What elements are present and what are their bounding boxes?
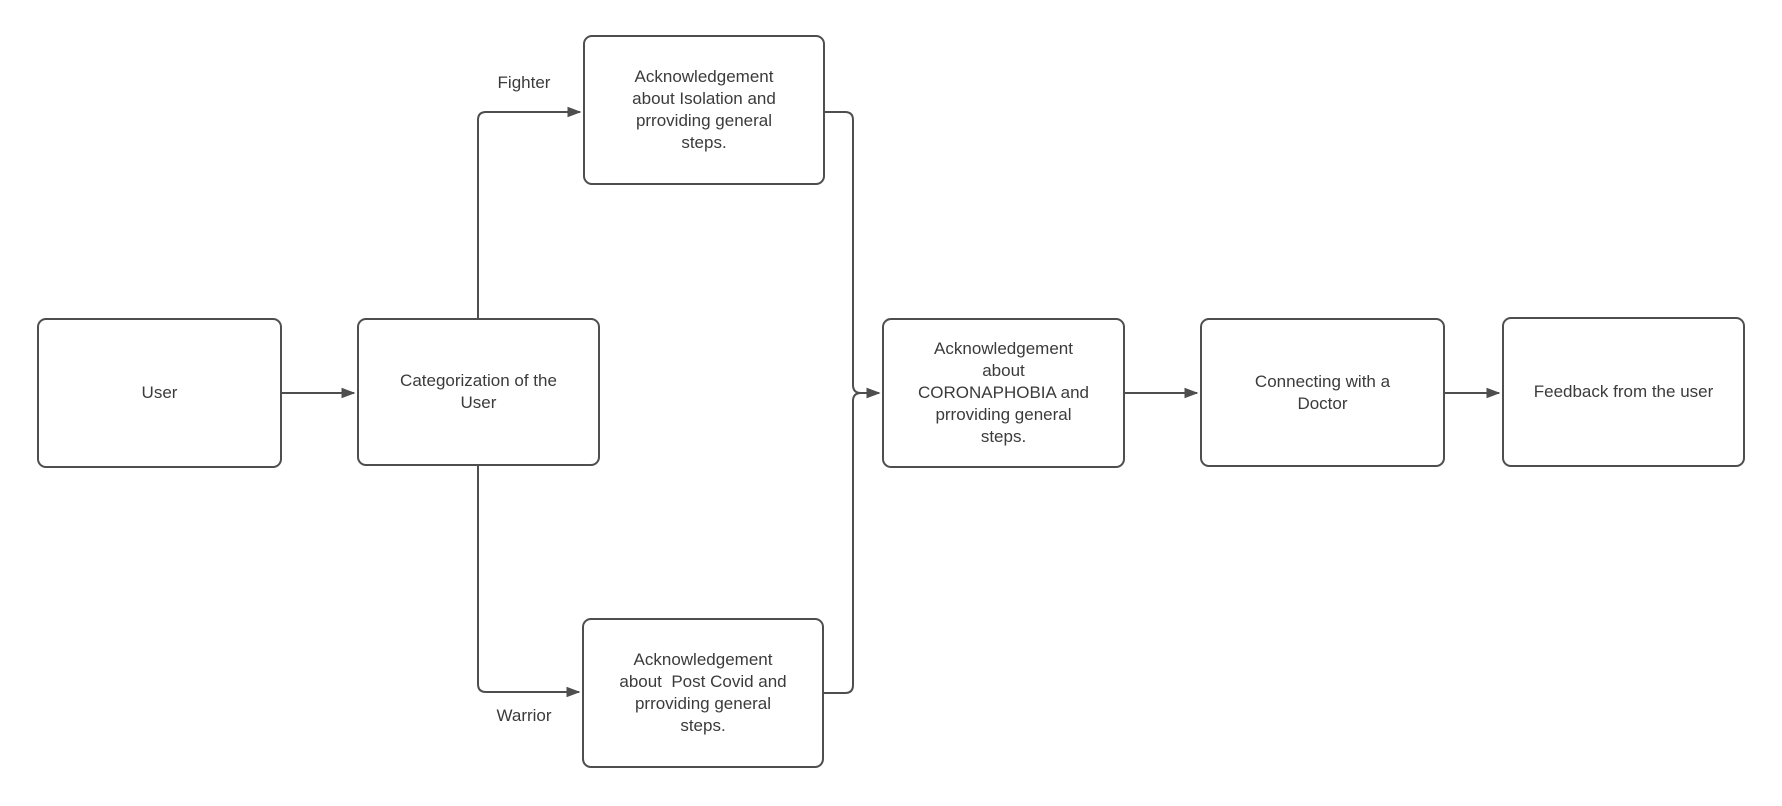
flow-node-post-covid: Acknowledgement about Post Covid and prr…: [582, 618, 824, 768]
flow-edge-categorization-to-post-covid: [477, 466, 581, 698]
edge-label-categorization-to-isolation: Fighter: [497, 73, 551, 92]
flow-node-isolation: Acknowledgement about Isolation and prro…: [583, 35, 825, 185]
flow-node-label: Categorization of the User: [400, 371, 557, 412]
flow-node-doctor: Connecting with a Doctor: [1200, 318, 1445, 467]
flow-node-user: User: [37, 318, 282, 468]
flow-node-label: Feedback from the user: [1533, 382, 1714, 401]
flow-node-label: Acknowledgement about Post Covid and prr…: [619, 650, 787, 735]
flow-node-coronaphobia: Acknowledgement about CORONAPHOBIA and p…: [882, 318, 1125, 468]
flow-node-label: Acknowledgement about CORONAPHOBIA and p…: [917, 339, 1089, 446]
flow-node-label: Connecting with a Doctor: [1254, 371, 1391, 413]
flow-node-feedback: Feedback from the user: [1502, 317, 1745, 467]
edge-label-categorization-to-post-covid: Warrior: [496, 706, 552, 725]
flow-edge-post-covid-to-coronaphobia: [824, 387, 881, 694]
flow-node-label: User: [141, 383, 178, 402]
flow-edge-isolation-to-coronaphobia: [825, 111, 881, 399]
flow-node-categorization: Categorization of the User: [357, 318, 600, 466]
flow-node-label: Acknowledgement about Isolation and prro…: [632, 67, 776, 152]
flow-edge-categorization-to-isolation: [477, 106, 582, 318]
